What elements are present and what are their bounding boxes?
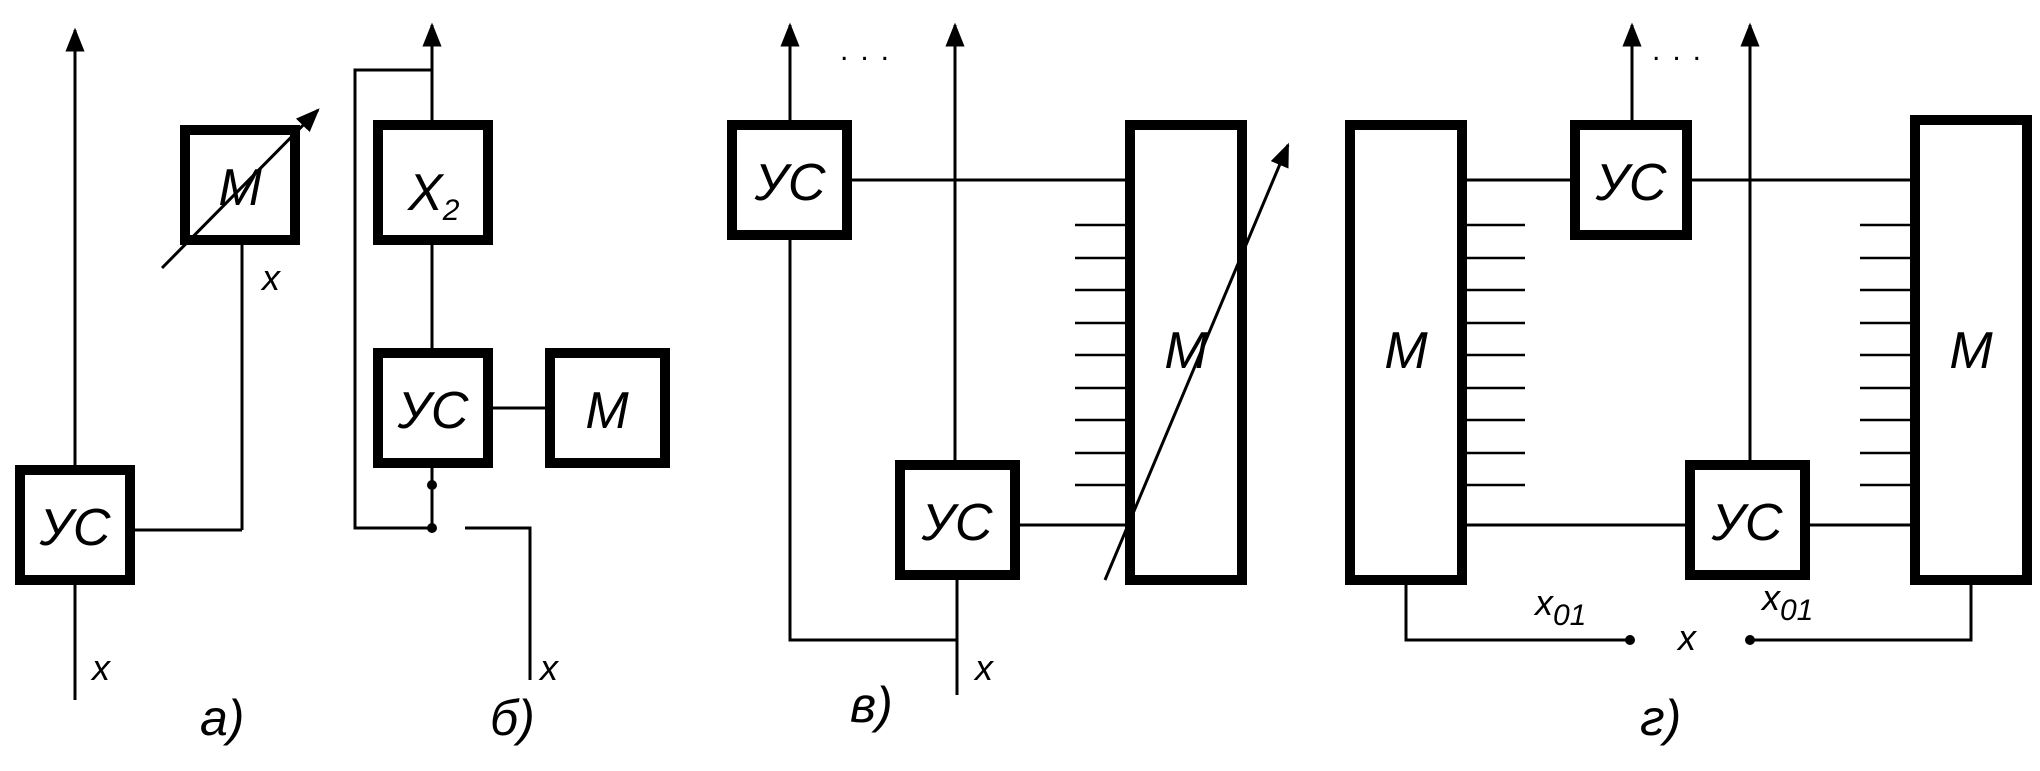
us-block <box>15 465 135 585</box>
us-block-2 <box>895 460 1020 580</box>
x-input-label: x <box>260 257 282 298</box>
m-label: М <box>585 382 629 440</box>
switch-contact <box>1625 635 1635 645</box>
us-label: УС <box>754 154 826 212</box>
panel-v: ... УС УС М x в) <box>727 22 1290 733</box>
switch-contact <box>1745 635 1755 645</box>
ellipsis: ... <box>840 34 901 67</box>
x-input-label: x <box>973 647 995 688</box>
caption-g: г) <box>1640 690 1681 746</box>
panel-a: УС М x x а) <box>15 27 320 746</box>
caption-b: б) <box>490 690 535 746</box>
us-label: УС <box>1595 154 1667 212</box>
m-memory-block-left <box>1345 120 1467 585</box>
m-label: М <box>1384 322 1428 380</box>
variable-arrow <box>160 108 320 270</box>
ellipsis: ... <box>1652 34 1713 67</box>
memory-taps-left <box>1462 223 1525 487</box>
us-block-1 <box>727 120 852 240</box>
panel-g: М М ... УС УС <box>1345 22 2032 746</box>
m-block <box>545 348 670 468</box>
input-line <box>788 235 957 642</box>
m-label: М <box>1949 322 1993 380</box>
x-input-label: x <box>90 647 112 688</box>
m-block-variable <box>180 125 300 245</box>
x01-line-right <box>1750 580 1973 642</box>
m-memory-block <box>1125 120 1247 585</box>
caption-a: а) <box>200 690 244 746</box>
us-label: УС <box>397 382 469 440</box>
us-label: УС <box>39 499 111 557</box>
x2-label: X2 <box>407 164 460 227</box>
memory-taps-right <box>1860 223 1915 487</box>
x01-label-right: x01 <box>1760 577 1813 627</box>
x01-line-left <box>1404 580 1630 642</box>
input-line <box>465 526 532 680</box>
us-label: УС <box>1711 494 1783 552</box>
caption-v: в) <box>850 677 893 733</box>
us-block <box>373 348 493 468</box>
variable-arrow <box>1103 142 1290 581</box>
panel-b: X2 УС М x б) <box>353 22 670 746</box>
us-label: УС <box>921 494 993 552</box>
x-input-label: x <box>1676 617 1698 658</box>
x01-label-left: x01 <box>1533 582 1586 632</box>
x-input-label: x <box>538 647 560 688</box>
feedback-line <box>353 68 432 530</box>
us-block-2 <box>1685 460 1810 580</box>
memory-taps <box>1075 223 1130 487</box>
